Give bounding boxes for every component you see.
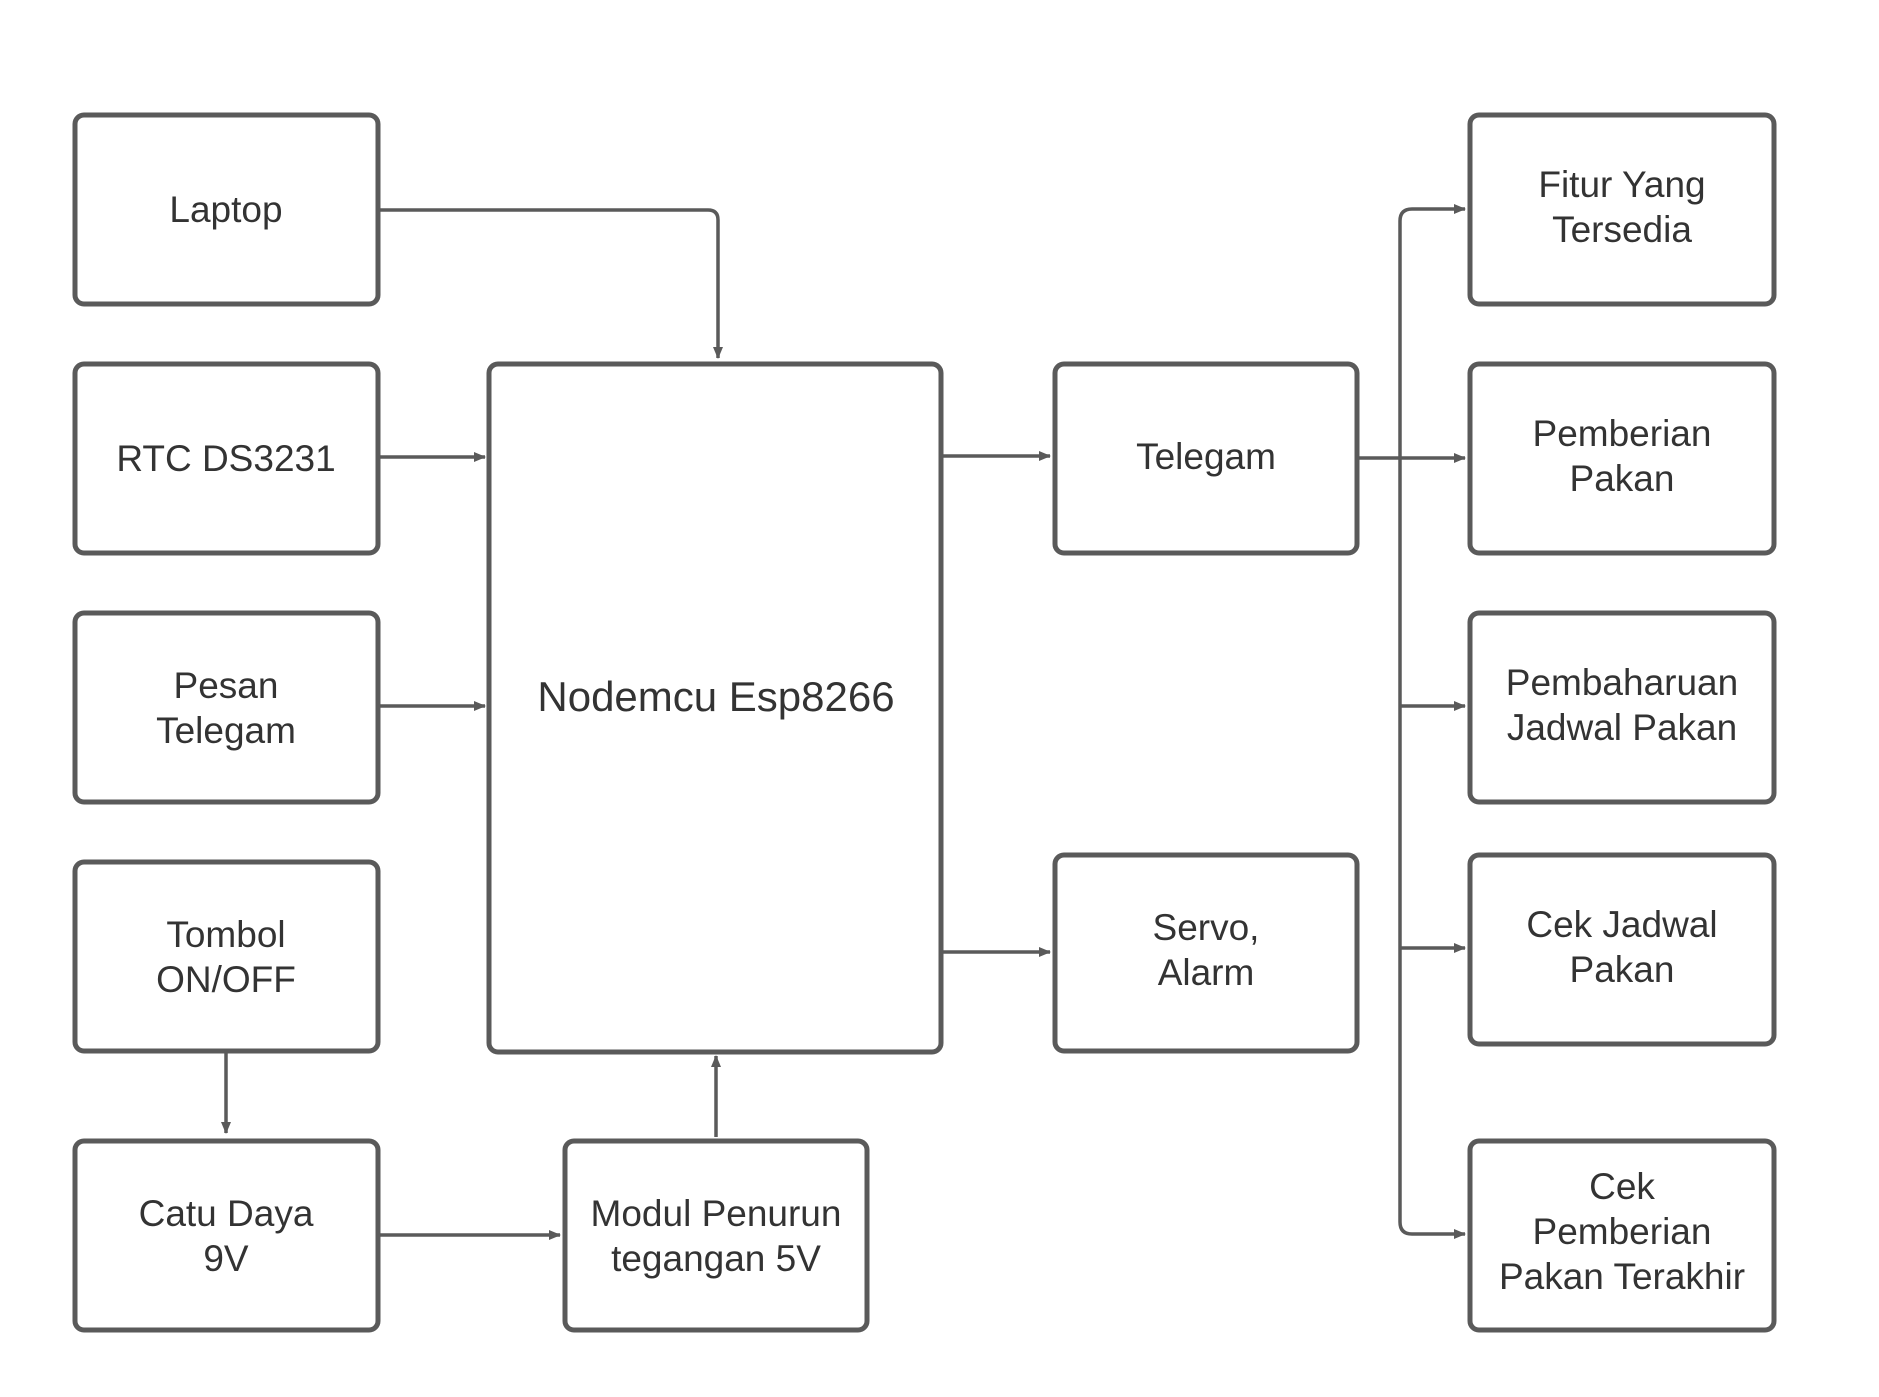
- svg-text:Pesan: Pesan: [174, 665, 279, 706]
- svg-text:Tersedia: Tersedia: [1552, 209, 1692, 250]
- block-pesan-telegam-line-1: Pesan: [174, 665, 279, 706]
- arrow-bus-to-cek-pemberian: [1398, 1221, 1466, 1239]
- block-nodemcu-esp8266: Nodemcu Esp8266: [486, 361, 944, 1055]
- svg-text:Jadwal Pakan: Jadwal Pakan: [1507, 707, 1737, 748]
- svg-text:Alarm: Alarm: [1158, 952, 1255, 993]
- svg-text:Telegam: Telegam: [156, 710, 296, 751]
- block-pemberian-line-1: Pemberian: [1533, 413, 1712, 454]
- block-laptop: Laptop: [72, 112, 381, 307]
- block-catu-daya-line-2: 9V: [203, 1238, 249, 1279]
- block-modul-penurun-tegangan: Modul Penurun tegangan 5V: [562, 1138, 870, 1333]
- block-pembaharuan-line-1: Pembaharuan: [1506, 662, 1738, 703]
- block-pemberian-pakan: Pemberian Pakan: [1467, 361, 1777, 556]
- svg-text:ON/OFF: ON/OFF: [156, 959, 296, 1000]
- svg-text:Telegam: Telegam: [1136, 436, 1276, 477]
- svg-text:tegangan 5V: tegangan 5V: [611, 1238, 821, 1279]
- block-cek-jadwal-pakan: Cek Jadwal Pakan: [1467, 852, 1777, 1047]
- svg-text:Pemberian: Pemberian: [1533, 1211, 1712, 1252]
- block-pesan-telegam: Pesan Telegam: [72, 610, 381, 805]
- block-telegam: Telegam: [1052, 361, 1360, 556]
- svg-text:Servo,: Servo,: [1153, 907, 1260, 948]
- block-pemberian-line-2: Pakan: [1570, 458, 1675, 499]
- block-telegam-label: Telegam: [1136, 436, 1276, 477]
- svg-text:Tombol: Tombol: [166, 914, 285, 955]
- arrow-laptop-to-nodemcu: [378, 208, 723, 359]
- block-rtc-ds3231: RTC DS3231: [72, 361, 381, 556]
- svg-text:Catu Daya: Catu Daya: [139, 1193, 314, 1234]
- block-tombol-line-2: ON/OFF: [156, 959, 296, 1000]
- block-cek-jadwal-line-2: Pakan: [1570, 949, 1675, 990]
- svg-text:Pakan Terakhir: Pakan Terakhir: [1499, 1256, 1745, 1297]
- block-laptop-label: Laptop: [169, 189, 282, 230]
- svg-text:Nodemcu Esp8266: Nodemcu Esp8266: [537, 673, 894, 720]
- block-nodemcu-label: Nodemcu Esp8266: [537, 673, 894, 720]
- block-cek-pemberian-line-2: Pemberian: [1533, 1211, 1712, 1252]
- block-catu-daya: Catu Daya 9V: [72, 1138, 381, 1333]
- svg-text:Pembaharuan: Pembaharuan: [1506, 662, 1738, 703]
- svg-text:Cek Jadwal: Cek Jadwal: [1526, 904, 1717, 945]
- block-servo-line-2: Alarm: [1158, 952, 1255, 993]
- block-modul-line-1: Modul Penurun: [591, 1193, 842, 1234]
- block-cek-pemberian-line-3: Pakan Terakhir: [1499, 1256, 1745, 1297]
- block-servo-alarm: Servo, Alarm: [1052, 852, 1360, 1054]
- block-cek-pemberian-line-1: Cek: [1589, 1166, 1655, 1207]
- block-pembaharuan-jadwal-pakan: Pembaharuan Jadwal Pakan: [1467, 610, 1777, 805]
- block-fitur-yang-tersedia: Fitur Yang Tersedia: [1467, 112, 1777, 307]
- block-tombol-line-1: Tombol: [166, 914, 285, 955]
- svg-text:Pakan: Pakan: [1570, 458, 1675, 499]
- svg-text:Pemberian: Pemberian: [1533, 413, 1712, 454]
- block-pesan-telegam-line-2: Telegam: [156, 710, 296, 751]
- svg-text:9V: 9V: [203, 1238, 249, 1279]
- svg-text:Fitur Yang: Fitur Yang: [1538, 164, 1705, 205]
- block-tombol-on-off: Tombol ON/OFF: [72, 859, 381, 1054]
- svg-text:Pakan: Pakan: [1570, 949, 1675, 990]
- svg-text:Modul Penurun: Modul Penurun: [591, 1193, 842, 1234]
- block-pembaharuan-line-2: Jadwal Pakan: [1507, 707, 1737, 748]
- svg-text:Laptop: Laptop: [169, 189, 282, 230]
- block-rtc-label: RTC DS3231: [116, 438, 335, 479]
- svg-text:Cek: Cek: [1589, 1166, 1655, 1207]
- block-fitur-line-1: Fitur Yang: [1538, 164, 1705, 205]
- svg-text:RTC DS3231: RTC DS3231: [116, 438, 335, 479]
- block-modul-line-2: tegangan 5V: [611, 1238, 821, 1279]
- block-servo-line-1: Servo,: [1153, 907, 1260, 948]
- connectors: [221, 204, 1466, 1240]
- arrow-bus-to-fitur: [1398, 204, 1466, 222]
- block-cek-jadwal-line-1: Cek Jadwal: [1526, 904, 1717, 945]
- block-fitur-line-2: Tersedia: [1552, 209, 1692, 250]
- block-catu-daya-line-1: Catu Daya: [139, 1193, 314, 1234]
- block-cek-pemberian-pakan-terakhir: Cek Pemberian Pakan Terakhir: [1467, 1138, 1777, 1333]
